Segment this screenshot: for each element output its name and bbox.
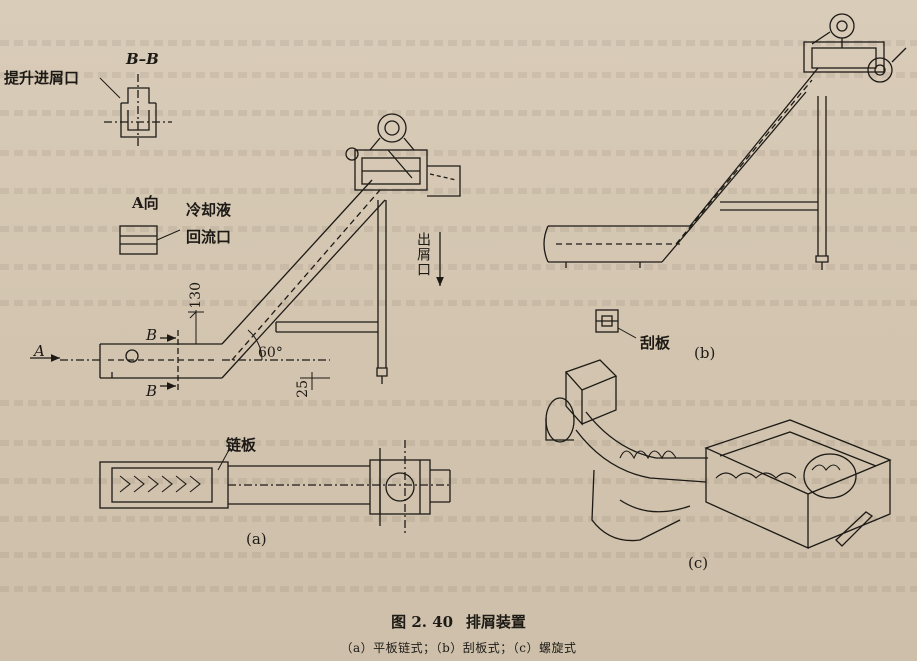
figure-subcaption: （a）平板链式；（b）刮板式；（c）螺旋式 [340,641,577,655]
bleed-through-text [0,516,917,522]
bleed-through-text [0,264,917,270]
panel-label-a: (a) [246,530,267,548]
angle-60: 60° [258,345,283,361]
view-arrow-a-label: A [34,342,45,360]
bleed-through-text [0,40,917,46]
bleed-through-text [0,400,917,406]
view-a-drawing [119,225,181,255]
scraper-label: 刮板 [640,334,671,352]
figure-caption: 图 2. 40 排屑装置 [0,611,917,632]
bleed-through-text [0,300,917,306]
chip-outlet-label: 出屑口 [415,232,431,277]
panel-label-b: (b) [694,344,716,362]
figure-number: 图 2. 40 [391,613,454,631]
section-bb-label: B–B [126,50,159,68]
bleed-through-text [0,150,917,156]
conveyor-plan-a [99,440,452,536]
coolant-return-label-1: 冷却液 [186,201,232,219]
bleed-through-text [0,110,917,116]
conveyor-elevation-a [30,113,461,392]
bleed-through-text [0,478,917,484]
bleed-through-text [0,552,917,558]
bleed-through-text [0,188,917,194]
bleed-through-text [0,586,917,592]
section-marker-b-top: B [146,326,158,344]
panel-label-c: (c) [688,554,709,572]
bleed-through-text [0,72,917,78]
scraper-conveyor-b [543,13,907,339]
section-bb-drawing [99,74,172,146]
bleed-through-text [0,226,917,232]
view-a-label: A向 [132,194,159,212]
section-marker-b-bottom: B [146,382,158,400]
chain-plate-label: 链板 [226,436,257,454]
dimension-25: 25 [295,380,311,398]
figure-title: 排屑装置 [465,613,526,631]
dimension-130: 130 [188,282,204,309]
bleed-through-text [0,440,917,446]
screw-conveyor-c [545,359,892,550]
coolant-return-label-2: 回流口 [186,228,232,246]
chip-inlet-label: 提升进屑口 [4,69,80,87]
